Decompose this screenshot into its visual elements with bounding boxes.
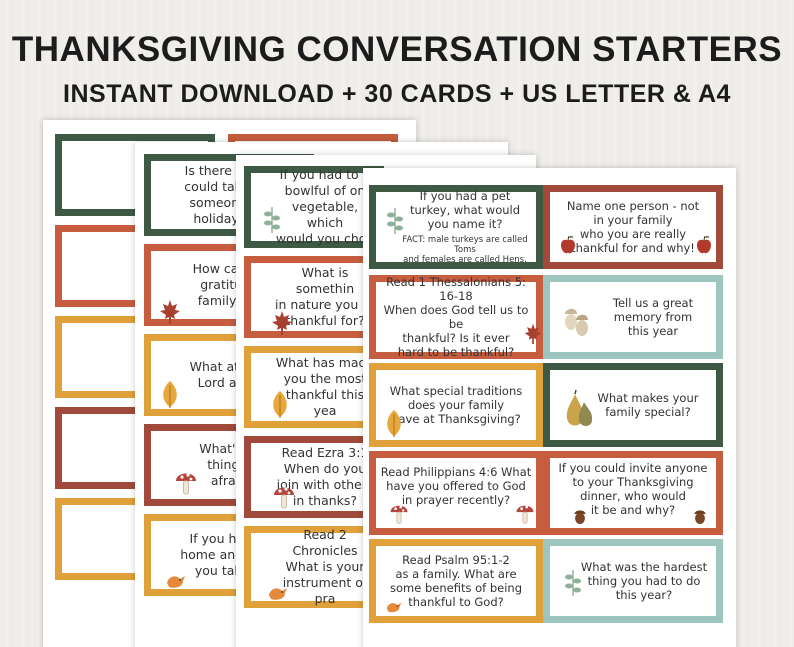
- maple-leaf-icon: [157, 296, 183, 326]
- conversation-card: Read Psalm 95:1-2 as a family. What are …: [369, 539, 543, 623]
- mushroom-icon: [173, 467, 199, 497]
- conversation-card: Read 2 Chronicles What is your instrumen…: [244, 526, 384, 608]
- acorn-icon: [692, 506, 708, 526]
- autumn-leaf-icon: [157, 379, 183, 409]
- conversation-card: Name one person - not in your family who…: [543, 185, 723, 269]
- conversation-card: Read Philippians 4:6 What have you offer…: [369, 451, 543, 535]
- conversation-card: What has made you the most thankful this…: [244, 346, 384, 428]
- card-text: If you could invite anyone to your Thank…: [558, 461, 708, 517]
- bird-icon: [382, 594, 406, 618]
- mushroom-icon: [388, 500, 410, 526]
- maple-leaf-icon: [269, 307, 295, 337]
- bird-icon: [265, 577, 291, 607]
- page-subtitle: INSTANT DOWNLOAD + 30 CARDS + US LETTER …: [63, 80, 731, 108]
- eucalyptus-icon: [560, 568, 586, 598]
- card-text: Read 1 Thessalonians 5: 16-18 When does …: [383, 275, 529, 359]
- card-fact: FACT: male turkeys are called Toms and f…: [402, 235, 528, 265]
- conversation-card: What makes your family special?: [543, 363, 723, 447]
- conversation-card: If you could invite anyone to your Thank…: [543, 451, 723, 535]
- eucalyptus-icon: [382, 206, 408, 236]
- card-text: Name one person - not in your family who…: [566, 199, 700, 255]
- card-text: What makes your family special?: [597, 391, 699, 419]
- sheet-front: If you had a pet turkey, what would you …: [363, 168, 736, 647]
- conversation-card: Tell us a great memory from this year: [543, 275, 723, 359]
- card-text: Read Psalm 95:1-2 as a family. What are …: [390, 553, 522, 609]
- card-text: If you had a pet turkey, what would you …: [409, 189, 521, 231]
- card-text: What has made you the most thankful this…: [275, 355, 375, 418]
- card-text: Read 2 Chronicles What is your instrumen…: [282, 527, 368, 606]
- card-text: What was the hardest thing you had to do…: [580, 560, 708, 602]
- conversation-card: What special traditions does your family…: [369, 363, 543, 447]
- eucalyptus-icon: [259, 205, 285, 235]
- mushroom-icon: [514, 500, 536, 526]
- card-content: If you had a pet turkey, what would you …: [376, 189, 536, 265]
- autumn-leaf-icon: [381, 408, 407, 438]
- pear-icon: [562, 388, 596, 432]
- apple-icon: [558, 234, 578, 256]
- card-text: Read Philippians 4:6 What have you offer…: [380, 465, 532, 507]
- autumn-leaf-icon: [267, 389, 293, 419]
- card-text: Tell us a great memory from this year: [612, 296, 694, 338]
- card-text: What special traditions does your family…: [389, 384, 523, 426]
- card-text: If you had to e bowlful of on vegetable,…: [275, 167, 375, 246]
- mushroom-icon: [271, 481, 297, 511]
- conversation-card: If you had a pet turkey, what would you …: [369, 185, 543, 269]
- conversation-card: What was the hardest thing you had to do…: [543, 539, 723, 623]
- bird-icon: [163, 565, 189, 595]
- maple-leaf-icon: [522, 320, 544, 346]
- page-title: THANKSGIVING CONVERSATION STARTERS: [11, 30, 783, 69]
- acorn-icon: [560, 298, 594, 338]
- conversation-card: Read 1 Thessalonians 5: 16-18 When does …: [369, 275, 543, 359]
- acorn-icon: [572, 506, 588, 526]
- apple-icon: [694, 234, 714, 256]
- conversation-card: If you had to e bowlful of on vegetable,…: [244, 166, 384, 248]
